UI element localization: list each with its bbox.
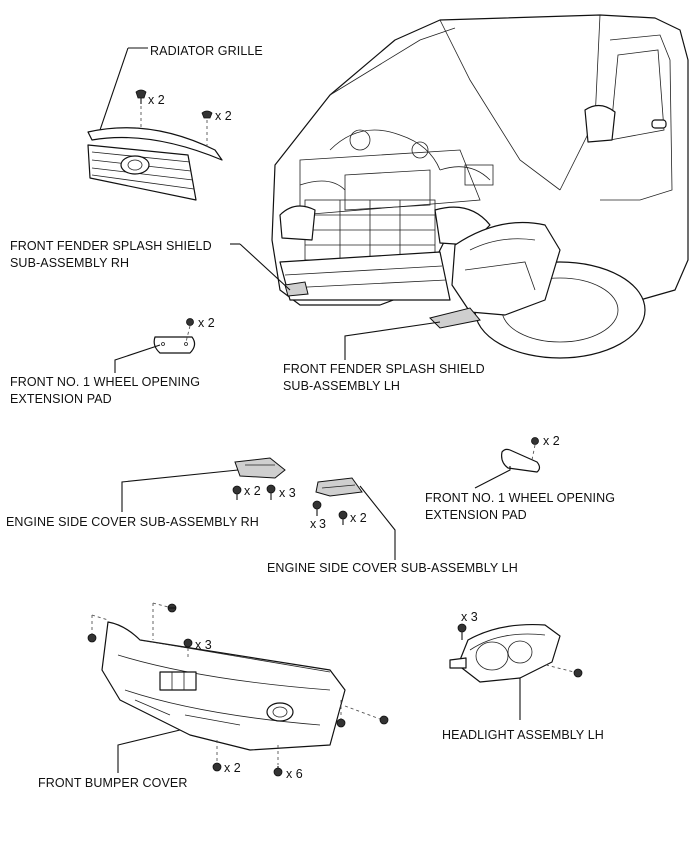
bolt-icon — [573, 668, 583, 678]
clip-icon — [183, 638, 193, 648]
label-wheel-pad-right-line1: FRONT NO. 1 WHEEL OPENING — [425, 491, 616, 505]
bolt-icon — [338, 510, 348, 525]
qty-cover-lh-screw-n: 3 — [319, 517, 326, 531]
screw-icon — [186, 318, 194, 326]
label-fender-shield-lh-line1: FRONT FENDER SPLASH SHIELD — [283, 362, 485, 376]
label-fender-shield-rh-line2: SUB-ASSEMBLY RH — [10, 256, 130, 270]
bolt-icon — [232, 485, 242, 500]
qty-grille-clip-a: x 2 — [148, 93, 165, 107]
screw-icon — [379, 715, 389, 725]
qty-bumper-bottom-clip-b: x 6 — [286, 767, 303, 781]
vehicle-front-view — [271, 14, 689, 359]
screw-icon — [531, 437, 539, 445]
screw-icon — [312, 500, 322, 516]
bolt-icon — [273, 766, 283, 777]
headlight-assembly-lh-part — [449, 623, 561, 683]
grille-clip-icon — [201, 110, 213, 119]
engine-side-cover-rh-part — [234, 457, 286, 479]
screw-icon — [266, 484, 276, 500]
qty-grille-clip-b: x 2 — [215, 109, 232, 123]
radiator-grille-part — [87, 127, 223, 201]
clip-icon — [212, 762, 222, 772]
clip-icon — [336, 718, 346, 728]
bolt-icon — [167, 603, 177, 613]
wheel-opening-pad-right — [501, 448, 541, 473]
label-wheel-pad-left-line1: FRONT NO. 1 WHEEL OPENING — [10, 375, 201, 389]
label-wheel-pad-left-line2: EXTENSION PAD — [10, 392, 112, 406]
qty-cover-rh-bolt: x 2 — [244, 484, 261, 498]
qty-cover-lh-screw-x: x — [310, 517, 317, 531]
grille-clip-icon — [135, 89, 147, 104]
label-fender-shield-rh-line1: FRONT FENDER SPLASH SHIELD — [10, 239, 212, 253]
qty-pad-left-screw: x 2 — [198, 316, 215, 330]
label-engine-cover-lh: ENGINE SIDE COVER SUB-ASSEMBLY LH — [267, 561, 518, 575]
clip-icon — [87, 633, 97, 643]
label-fender-shield-lh-line2: SUB-ASSEMBLY LH — [283, 379, 401, 393]
qty-cover-lh-bolt: x 2 — [350, 511, 367, 525]
wheel-opening-pad-left — [153, 336, 196, 354]
qty-headlight-bolt: x 3 — [461, 610, 478, 624]
qty-pad-right-screw: x 2 — [543, 434, 560, 448]
label-engine-cover-rh: ENGINE SIDE COVER SUB-ASSEMBLY RH — [6, 515, 259, 529]
bolt-icon — [457, 623, 467, 640]
qty-bumper-bottom-clip-a: x 2 — [224, 761, 241, 775]
front-bumper-cover-part — [101, 621, 346, 751]
label-radiator-grille: RADIATOR GRILLE — [150, 44, 263, 58]
engine-side-cover-lh-part — [315, 477, 363, 497]
label-wheel-pad-right-line2: EXTENSION PAD — [425, 508, 527, 522]
qty-cover-rh-screw: x 3 — [279, 486, 296, 500]
label-front-bumper: FRONT BUMPER COVER — [38, 776, 188, 790]
label-headlight-lh: HEADLIGHT ASSEMBLY LH — [442, 728, 604, 742]
qty-bumper-top-clip: x 3 — [195, 638, 212, 652]
